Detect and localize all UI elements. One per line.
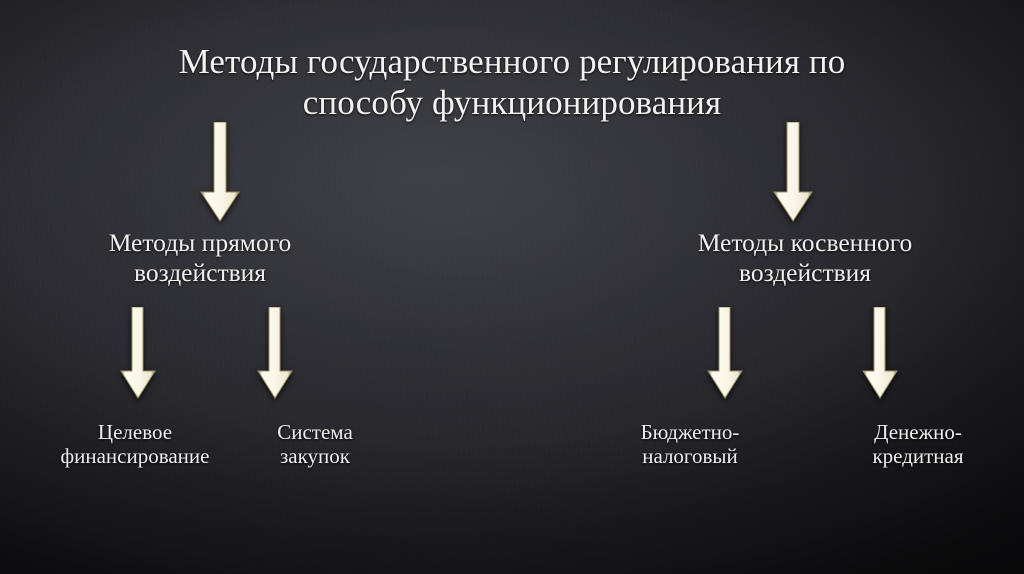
arrow-indirect-to-monet — [861, 307, 899, 399]
node-direct-methods: Методы прямого воздействия — [108, 228, 292, 287]
arrow-title-to-indirect — [772, 122, 814, 222]
leaf-fiscal-tax: Бюджетно- налоговый — [640, 420, 740, 469]
leaf-target-financing: Целевое финансирование — [60, 420, 210, 469]
leaf-procurement-system: Система закупок — [277, 420, 353, 469]
arrow-direct-to-procure — [256, 307, 294, 399]
arrow-direct-to-target — [119, 307, 157, 399]
slide-title: Методы государственного регулирования по… — [178, 42, 846, 122]
leaf-monetary-credit: Денежно- кредитная — [872, 420, 964, 469]
node-indirect-methods: Методы косвенного воздействия — [697, 228, 913, 287]
arrow-indirect-to-fiscal — [706, 307, 744, 399]
arrow-title-to-direct — [199, 122, 241, 222]
